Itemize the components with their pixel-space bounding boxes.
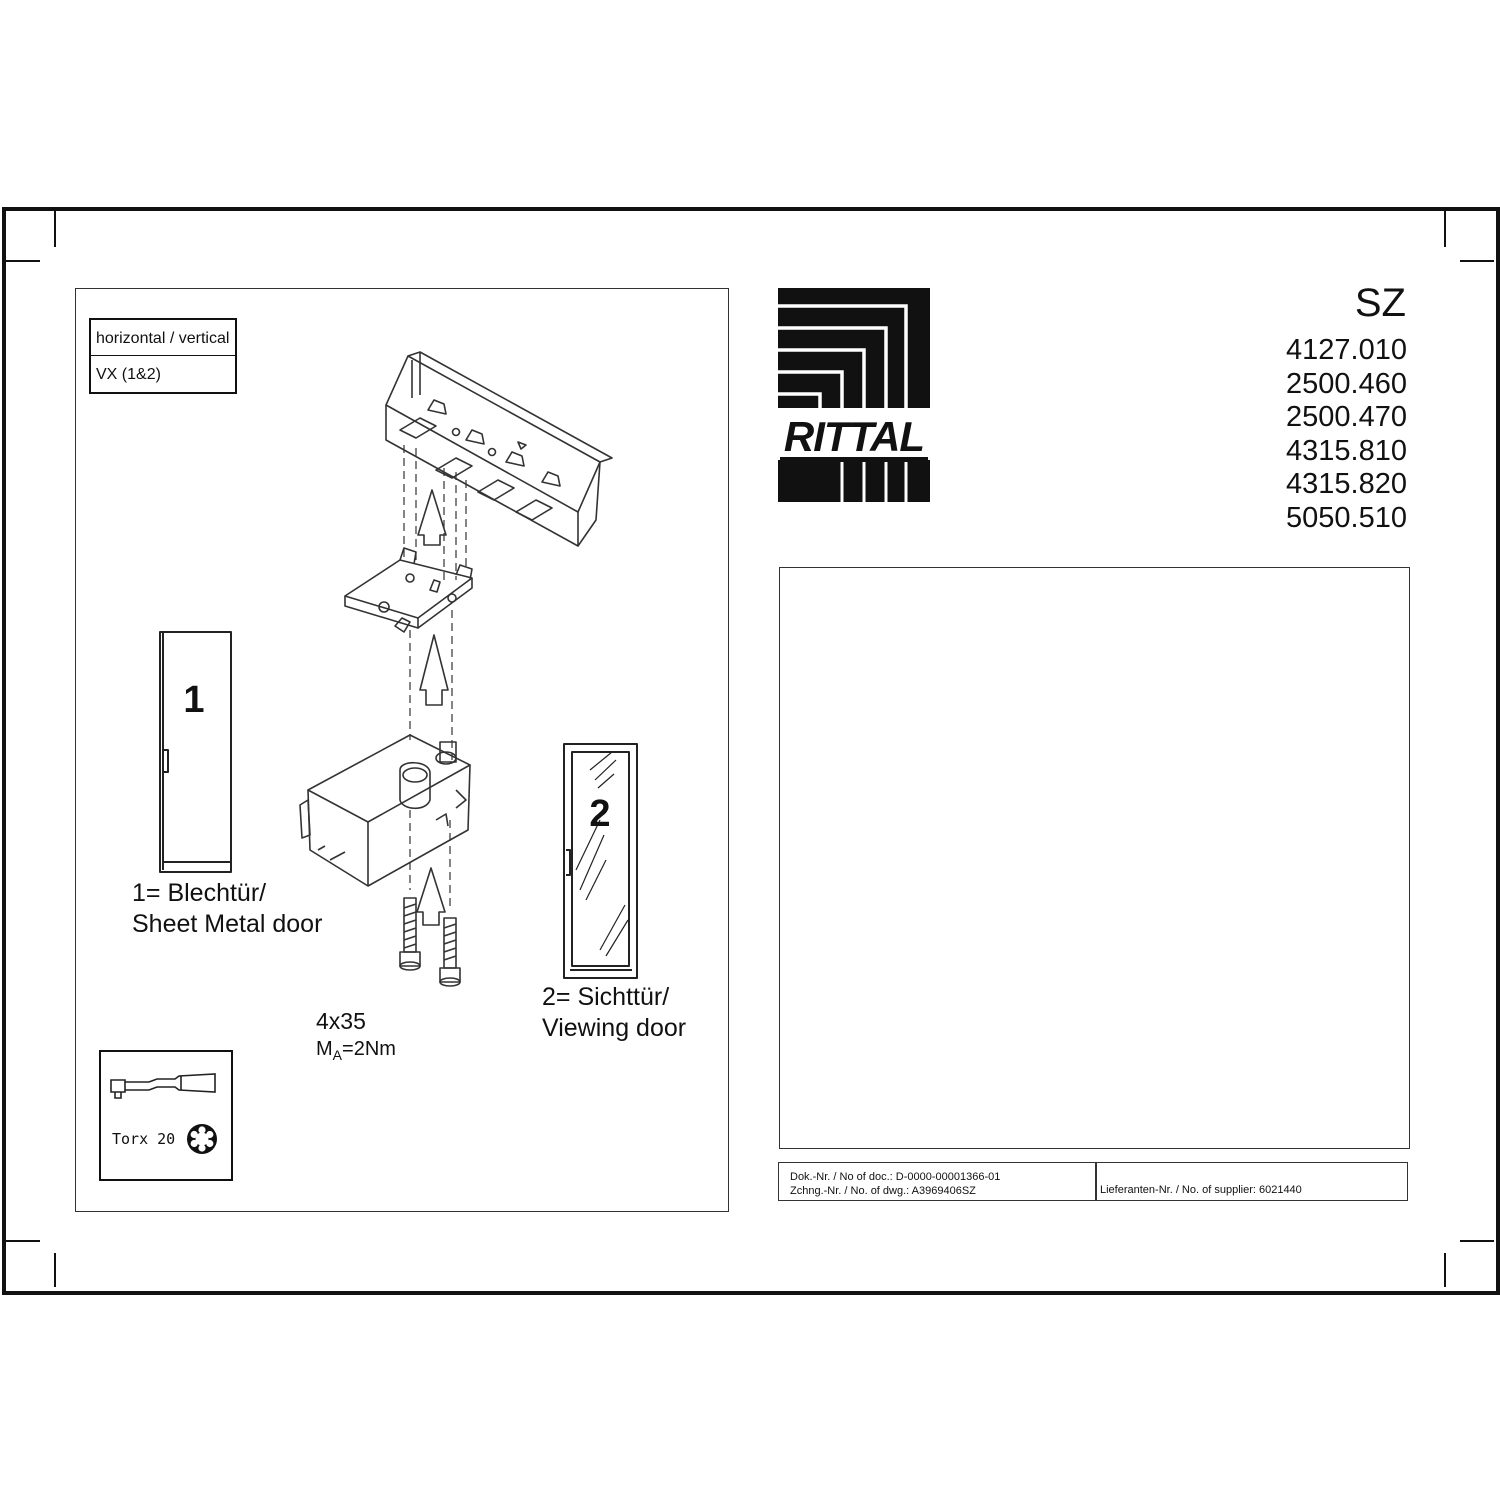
rail-section	[385, 351, 613, 547]
screw-left	[399, 897, 421, 971]
doc-number: Dok.-Nr. / No of doc.: D-0000-00001366-0…	[790, 1171, 1001, 1183]
torque-label: MA=2Nm	[316, 1034, 396, 1071]
crop-mark	[1460, 260, 1494, 262]
up-arrow-icon	[416, 867, 446, 926]
hinge-body	[299, 734, 471, 887]
screw-right	[439, 917, 461, 987]
document-numbers: Dok.-Nr. / No of doc.: D-0000-00001366-0…	[790, 1170, 1000, 1198]
rittal-logo: RITTAL	[778, 288, 930, 502]
divider	[1095, 1163, 1097, 1200]
door-1-number: 1	[183, 679, 204, 721]
torx-label: Torx 20	[112, 1130, 176, 1148]
alignment-lines	[403, 445, 467, 910]
article-number: 5050.510	[1286, 501, 1407, 534]
document-info-block: Dok.-Nr. / No of doc.: D-0000-00001366-0…	[778, 1162, 1408, 1201]
orientation-table: horizontal / vertical VX (1&2)	[89, 318, 237, 394]
notes-area	[779, 567, 1410, 1149]
crop-mark	[54, 1253, 56, 1287]
torque-wrench-icon	[110, 1073, 216, 1099]
up-arrow-icon	[419, 634, 449, 706]
hinge-bracket	[344, 547, 473, 633]
crop-mark	[54, 211, 56, 247]
crop-mark	[1460, 1240, 1494, 1242]
variant-label: VX (1&2)	[91, 355, 235, 391]
article-number: 4127.010	[1286, 334, 1407, 366]
illustration-panel	[75, 288, 729, 1212]
torque-sub: A	[332, 1047, 343, 1063]
door-1-sheet-metal	[159, 631, 232, 873]
drawing-number: Zchng.-Nr. / No. of dwg.: A3969406SZ	[790, 1185, 976, 1197]
torx-star-icon	[187, 1124, 217, 1154]
screw-size-label: 4x35	[316, 1008, 366, 1034]
door-2-viewing	[563, 743, 638, 979]
article-number-list: 4127.010 2500.460 2500.470 4315.810 4315…	[1286, 334, 1407, 536]
crop-mark	[6, 260, 40, 262]
door-1-caption-line2: Sheet Metal door	[132, 910, 323, 938]
article-number: 2500.460	[1286, 367, 1407, 400]
sheet-frame	[2, 207, 1500, 1295]
torque-value: =2Nm	[342, 1038, 396, 1060]
door-2-caption-line1: 2= Sichttür/	[542, 983, 670, 1011]
article-number: 2500.470	[1286, 401, 1407, 434]
up-arrow-icon	[417, 489, 447, 546]
door-1-caption-line1: 1= Blechtür/	[132, 879, 267, 907]
orientation-label: horizontal / vertical	[96, 330, 230, 347]
rittal-wordmark: RITTAL	[784, 413, 924, 460]
door-2-caption: 2= Sichttür/ Viewing door	[542, 982, 686, 1044]
torque-m: M	[316, 1038, 333, 1060]
product-code: SZ	[1354, 281, 1406, 325]
crop-mark	[1444, 211, 1446, 247]
door-2-number: 2	[589, 793, 610, 835]
article-number: 4315.820	[1286, 468, 1407, 501]
crop-mark	[6, 1240, 40, 1242]
tool-box: Torx 20	[99, 1050, 233, 1181]
door-2-caption-line2: Viewing door	[542, 1014, 687, 1042]
crop-mark	[1444, 1253, 1446, 1287]
article-number: 4315.810	[1286, 434, 1407, 467]
supplier-number: Lieferanten-Nr. / No. of supplier: 60214…	[1100, 1184, 1302, 1196]
door-1-caption: 1= Blechtür/ Sheet Metal door	[132, 878, 322, 940]
